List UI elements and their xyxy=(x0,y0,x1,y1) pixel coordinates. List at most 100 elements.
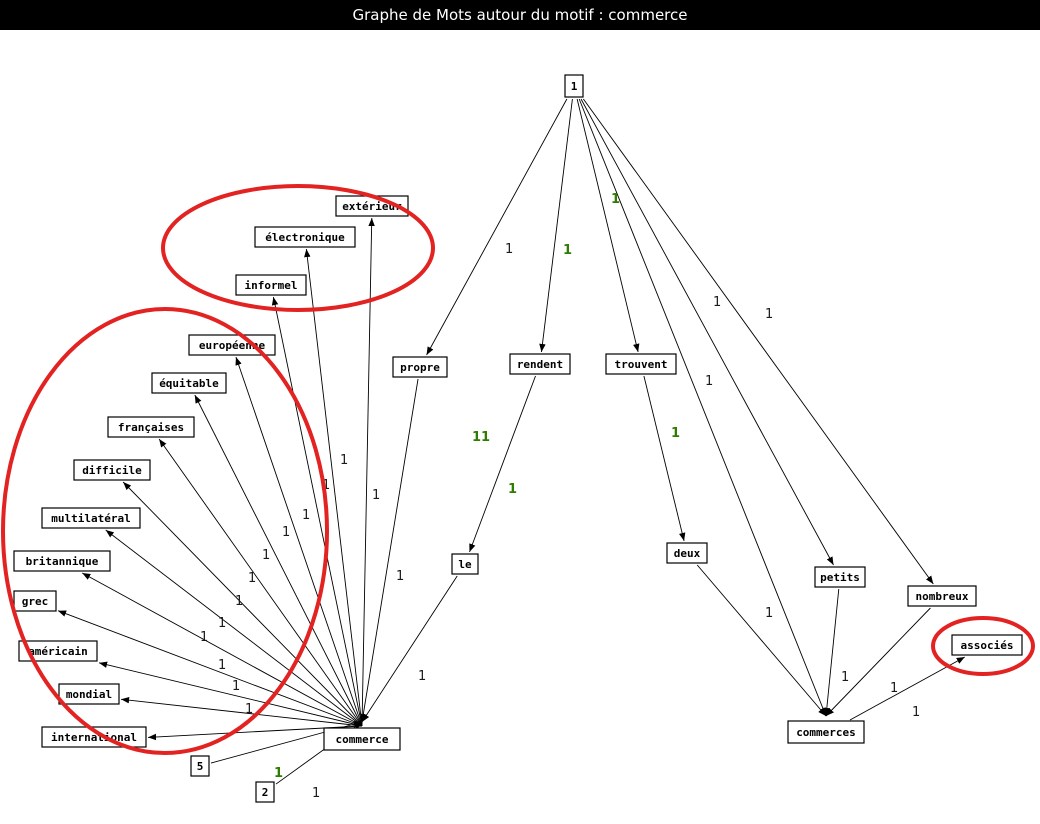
node-americain[interactable]: américain xyxy=(18,640,98,662)
node-label: trouvent xyxy=(615,358,668,371)
edge-weight-label: 1 xyxy=(563,243,572,258)
edge-commerce-to-americain xyxy=(98,661,363,727)
node-commerce[interactable]: commerce xyxy=(323,727,401,751)
edge-commerce-to-grec xyxy=(57,610,363,727)
node-box xyxy=(451,553,479,575)
node-nombreux[interactable]: nombreux xyxy=(907,585,977,607)
edge-commerce-to-equitable xyxy=(194,394,363,727)
node-le[interactable]: le xyxy=(451,553,479,575)
node-n5[interactable]: 5 xyxy=(190,755,210,777)
associes-group-ellipse xyxy=(931,616,1035,676)
node-label: nombreux xyxy=(916,590,969,603)
node-box xyxy=(41,507,141,529)
node-exterieur[interactable]: extérieur xyxy=(335,195,409,217)
node-box xyxy=(907,585,977,607)
node-britannique[interactable]: britannique xyxy=(13,550,111,572)
edge-deux-to-commerces xyxy=(696,564,827,717)
node-label: deux xyxy=(674,547,701,560)
edge-n1-to-propre xyxy=(426,98,568,356)
edge-commerce-to-europeenne xyxy=(235,356,363,727)
edge-weight-label: 1 xyxy=(841,670,849,685)
edge-weight-label: 1 xyxy=(218,658,226,673)
adjectives-group-ellipse xyxy=(161,184,435,312)
node-petits[interactable]: petits xyxy=(814,566,866,588)
node-electronique[interactable]: électronique xyxy=(254,226,356,248)
node-box xyxy=(13,590,57,612)
node-box xyxy=(255,781,275,803)
node-trouvent[interactable]: trouvent xyxy=(605,353,677,375)
node-associes[interactable]: associés xyxy=(951,634,1023,656)
node-label: multilatéral xyxy=(51,512,130,525)
node-box xyxy=(18,640,98,662)
edge-commerce-to-francaises xyxy=(158,438,363,727)
node-difficile[interactable]: difficile xyxy=(73,459,151,481)
edge-petits-to-commerces xyxy=(823,588,840,717)
node-informel[interactable]: informel xyxy=(235,274,307,296)
edge-weight-label: 1 xyxy=(218,616,226,631)
node-box xyxy=(188,334,276,356)
edge-weight-label: 1 xyxy=(302,508,310,523)
node-box xyxy=(41,726,147,748)
node-n1[interactable]: 1 xyxy=(564,74,584,98)
node-box xyxy=(564,74,584,98)
edge-weight-label: 1 xyxy=(232,679,240,694)
node-box xyxy=(107,416,195,438)
edge-n1-to-commerces xyxy=(578,98,827,717)
node-box xyxy=(509,353,571,375)
edge-nombreux-to-commerces xyxy=(825,607,931,717)
edge-weight-label: 1 xyxy=(245,702,253,717)
edge-weight-label: 1 xyxy=(418,669,426,684)
node-box xyxy=(392,356,448,378)
node-box xyxy=(190,755,210,777)
node-box xyxy=(254,226,356,248)
edge-trouvent-to-deux xyxy=(643,375,686,542)
node-grec[interactable]: grec xyxy=(13,590,57,612)
node-mondial[interactable]: mondial xyxy=(58,683,120,705)
node-label: propre xyxy=(400,361,440,374)
edge-commerce-to-britannique xyxy=(82,572,363,727)
node-rendent[interactable]: rendent xyxy=(509,353,571,375)
node-box xyxy=(605,353,677,375)
node-label: commerces xyxy=(796,726,856,739)
node-box xyxy=(666,542,708,564)
node-n2[interactable]: 2 xyxy=(255,781,275,803)
node-box xyxy=(58,683,120,705)
node-label: 5 xyxy=(197,760,204,773)
node-label: petits xyxy=(820,571,860,584)
nodes-layer: 1extérieurélectroniqueinformeleuropéenne… xyxy=(13,74,1023,803)
edge-weight-label: 1 xyxy=(274,766,283,781)
node-label: informel xyxy=(245,279,298,292)
node-label: françaises xyxy=(118,421,184,434)
edge-n1-to-trouvent xyxy=(576,98,640,353)
node-propre[interactable]: propre xyxy=(392,356,448,378)
edge-weight-label: 1 xyxy=(671,426,680,441)
node-box xyxy=(787,720,865,744)
edge-propre-to-commerce xyxy=(360,378,419,723)
edge-weight-label: 1 xyxy=(890,681,898,696)
edge-commerce-to-difficile xyxy=(122,481,363,727)
node-label: équitable xyxy=(159,377,219,390)
edge-commerce-to-exterieur xyxy=(361,217,375,727)
node-box xyxy=(951,634,1023,656)
edge-weight-label: 1 xyxy=(262,548,270,563)
edge-commerce-to-electronique xyxy=(304,248,363,727)
node-equitable[interactable]: équitable xyxy=(151,372,227,394)
node-label: commerce xyxy=(336,733,389,746)
node-deux[interactable]: deux xyxy=(666,542,708,564)
edges-layer xyxy=(57,98,966,785)
node-multilateral[interactable]: multilatéral xyxy=(41,507,141,529)
node-box xyxy=(13,550,111,572)
edge-commerce-to-informel xyxy=(271,296,363,727)
edge-n1-to-petits xyxy=(580,98,834,566)
node-commerces[interactable]: commerces xyxy=(787,720,865,744)
edge-weight-label: 1 xyxy=(235,594,243,609)
node-label: le xyxy=(458,558,472,571)
node-label: difficile xyxy=(82,464,142,477)
edge-weight-label: 1 xyxy=(505,242,513,257)
node-francaises[interactable]: françaises xyxy=(107,416,195,438)
edge-n1-to-nombreux xyxy=(583,98,934,585)
edge-weight-label: 1 xyxy=(765,606,773,621)
edge-weight-label: 1 xyxy=(396,569,404,584)
